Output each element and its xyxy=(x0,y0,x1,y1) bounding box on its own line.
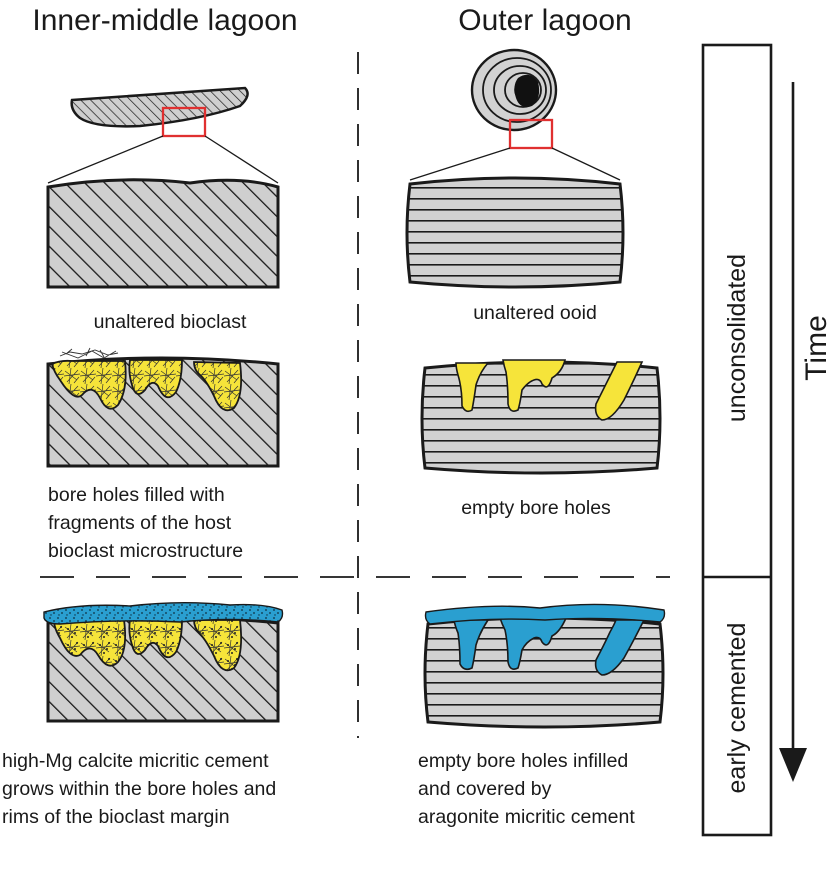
bioclast-overview xyxy=(47,86,279,184)
ooid-overview xyxy=(409,48,621,181)
svg-text:empty bore holes infilled: empty bore holes infilled xyxy=(418,750,628,772)
cemented-bore-hole xyxy=(52,619,127,667)
caption-empty-bore-holes: empty bore holes xyxy=(461,497,611,519)
ooid-block-cemented xyxy=(423,603,666,729)
svg-text:rims of the bioclast margin: rims of the bioclast margin xyxy=(2,806,230,828)
bioclast-block-unaltered xyxy=(46,178,280,289)
empty-bore-hole xyxy=(502,359,567,412)
ooid-block-bored xyxy=(420,359,662,475)
empty-bore-hole xyxy=(594,361,644,421)
zoom-box xyxy=(161,106,207,138)
time-arrow-head xyxy=(779,748,807,782)
caption-unaltered-bioclast: unaltered bioclast xyxy=(94,311,247,333)
aragonite-cement-cover xyxy=(424,603,666,625)
outer-lagoon-title: Outer lagoon xyxy=(458,4,631,37)
svg-text:grows within the bore holes an: grows within the bore holes and xyxy=(2,778,276,800)
empty-bore-hole xyxy=(455,362,490,413)
cemented-bore-hole xyxy=(193,619,243,672)
ooid-block-unaltered xyxy=(405,176,625,289)
svg-text:high-Mg calcite micritic cemen: high-Mg calcite micritic cement xyxy=(2,750,269,772)
caption-high-mg-calcite: high-Mg calcite micritic cement grows wi… xyxy=(2,750,276,828)
caption-aragonite-cement: empty bore holes infilled and covered by… xyxy=(418,750,635,828)
loose-fragments xyxy=(59,347,119,359)
phase-unconsolidated-label: unconsolidated xyxy=(723,254,751,422)
cemented-bore-hole xyxy=(498,617,568,670)
caption-unaltered-ooid: unaltered ooid xyxy=(473,302,597,324)
svg-text:bore holes filled with: bore holes filled with xyxy=(48,484,225,506)
micritic-cement-rim xyxy=(43,602,284,625)
inner-lagoon-title: Inner-middle lagoon xyxy=(32,4,297,37)
phase-box xyxy=(701,43,773,837)
svg-text:bioclast microstructure: bioclast microstructure xyxy=(48,540,243,562)
filled-bore-hole xyxy=(193,361,243,412)
svg-text:and covered by: and covered by xyxy=(418,778,552,800)
bioclast-block-bored xyxy=(46,347,280,468)
cemented-bore-hole xyxy=(128,619,183,659)
cemented-bore-hole xyxy=(453,619,490,671)
caption-bore-holes-filled: bore holes filled with fragments of the … xyxy=(48,484,243,562)
filled-bore-hole xyxy=(50,359,127,410)
cemented-bore-hole xyxy=(594,619,646,676)
bioclast-block-cemented xyxy=(43,602,284,723)
filled-bore-hole xyxy=(128,359,183,399)
zoom-box xyxy=(508,118,554,150)
time-label: Time xyxy=(800,315,833,381)
svg-text:aragonite micritic cement: aragonite micritic cement xyxy=(418,806,635,828)
svg-text:fragments of the host: fragments of the host xyxy=(48,512,232,534)
phase-cemented-label: early cemented xyxy=(723,623,751,794)
